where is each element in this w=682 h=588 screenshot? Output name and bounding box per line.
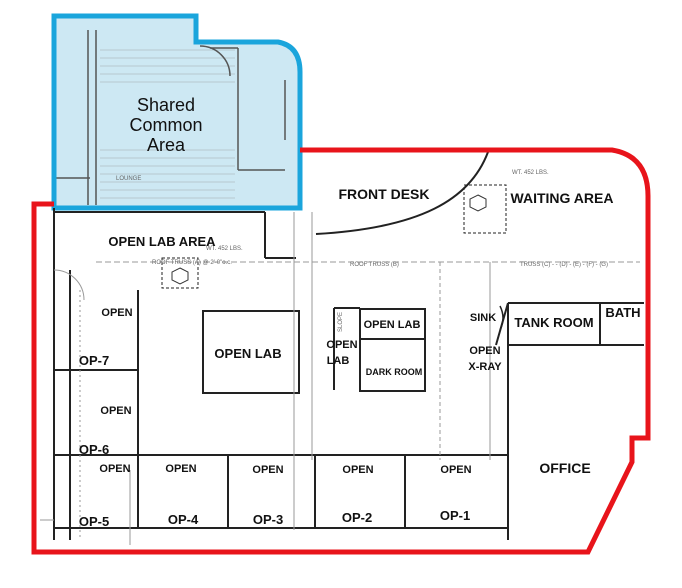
column-markers [171,194,487,285]
slope-note: SLOPE [338,312,344,332]
column-marker-icon [171,267,189,285]
label-op1: OP-1 [440,508,470,523]
label-waiting-area: WAITING AREA [511,190,614,206]
annotations: ROOF TRUSS (A) @ 2'-0"o.c. ROOF TRUSS (B… [152,170,608,332]
label-office: OFFICE [539,460,590,476]
shared-area-sketch [100,49,235,199]
label-tank-room: TANK ROOM [514,315,593,330]
weight-note-2: WT. 452 LBS. [206,246,243,252]
label-open-row-4: OPEN [342,464,373,476]
label-open-lab-area: OPEN LAB AREA [108,234,216,249]
label-open-row-2: OPEN [165,463,196,475]
shared-common-area: LOUNGE Shared Common Area [51,13,303,211]
label-op4: OP-4 [168,512,199,527]
label-open-row-5: OPEN [440,464,471,476]
roof-truss-a-note: ROOF TRUSS (A) @ 2'-0"o.c. [152,260,232,266]
label-open-lab-center: OPEN LAB [214,346,281,361]
shared-area-label-2: Common [129,115,202,135]
label-op5: OP-5 [79,514,109,529]
column-marker-icon [469,194,487,212]
shared-area-label-1: Shared [137,95,195,115]
roof-truss-b-note: ROOF TRUSS (B) [350,262,399,268]
label-sink: SINK [470,312,496,324]
label-open-lab-side-2: LAB [327,355,350,367]
label-open-mid-left: OPEN [100,405,131,417]
label-open-row-1: OPEN [99,463,130,475]
label-front-desk: FRONT DESK [339,186,430,202]
label-op6: OP-6 [79,442,109,457]
label-open-xray-2: X-RAY [468,361,502,373]
label-op3: OP-3 [253,512,283,527]
room-labels: FRONT DESK WAITING AREA OPEN LAB AREA OP… [79,186,641,529]
shared-area-walls [54,30,286,205]
label-open-xray-1: OPEN [469,345,500,357]
weight-note-1: WT. 452 LBS. [512,170,549,176]
truss-c-note: TRUSS (C) - - (D) - (E) - (F) - (G) [520,262,608,268]
lounge-note: LOUNGE [116,176,141,182]
label-open-lab-side-1: OPEN [326,339,357,351]
label-bath: BATH [605,305,640,320]
structural-lines [40,212,640,545]
suite-border [31,147,651,555]
shared-area-label-3: Area [147,135,186,155]
label-open-lab-small: OPEN LAB [364,319,421,331]
shared-area-border [51,13,303,211]
interior-walls [53,151,644,540]
label-op2: OP-2 [342,510,372,525]
label-open-row-3: OPEN [252,464,283,476]
label-open-upper-left: OPEN [101,307,132,319]
sink-icon [499,305,504,331]
label-op7: OP-7 [79,353,109,368]
label-dark-room: DARK ROOM [366,367,423,377]
